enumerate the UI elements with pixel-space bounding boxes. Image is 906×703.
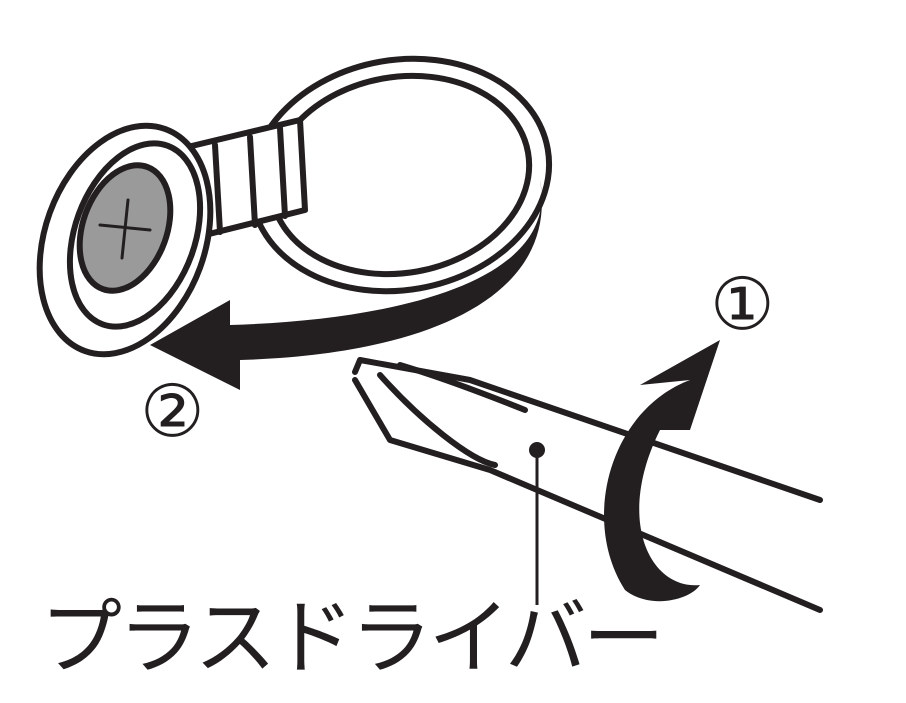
phillips-screwdriver [352, 357, 823, 613]
step-1-marker: ① [710, 262, 775, 346]
remove-arrow [150, 180, 542, 390]
rotate-arrow [604, 340, 720, 602]
tool-label: プラスドライバー [40, 591, 665, 686]
plus-mark-icon [98, 198, 152, 260]
step-2-marker: ② [140, 369, 205, 453]
